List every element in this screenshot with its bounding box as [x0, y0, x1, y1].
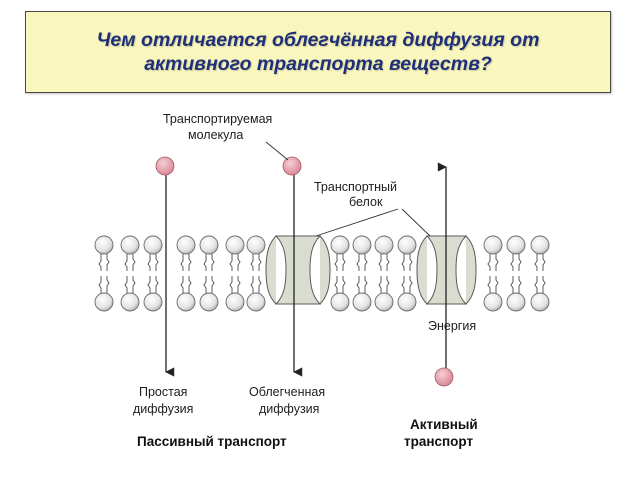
phospholipid [506, 235, 526, 312]
phospholipid [143, 235, 163, 312]
phospholipid [530, 235, 550, 312]
protein-pointer-line-2 [401, 208, 431, 237]
phospholipid [120, 235, 140, 312]
label-transport-protein-1: Транспортный [314, 180, 397, 194]
title-line-2: активного транспорта веществ? [144, 53, 492, 75]
title-line-1: Чем отличается облегчённая диффузия от [96, 29, 540, 51]
phospholipid [483, 235, 503, 312]
label-transport-protein-2: белок [349, 195, 383, 209]
phospholipid [374, 235, 394, 312]
label-facilitated-diffusion-1: Облегченная [249, 385, 325, 399]
phospholipid [94, 235, 114, 312]
label-energy: Энергия [428, 319, 476, 333]
label-simple-diffusion-2: диффузия [133, 402, 193, 416]
molecule-facilitated [282, 156, 302, 176]
transport-protein-channel [265, 235, 331, 305]
phospholipid [352, 235, 372, 312]
phospholipid [225, 235, 245, 312]
label-transported-molecule-1: Транспортируемая [163, 112, 272, 126]
page-title: Чем отличается облегчённая диффузия от а… [97, 28, 540, 76]
phospholipid [397, 235, 417, 312]
phospholipid [176, 235, 196, 312]
label-active-transport-2: транспорт [404, 434, 473, 449]
molecule-pointer-line [265, 141, 289, 161]
phospholipid [330, 235, 350, 312]
protein-pointer-line [315, 208, 399, 237]
label-simple-diffusion-1: Простая [139, 385, 187, 399]
label-transported-molecule-2: молекула [188, 128, 243, 142]
molecule-simple [155, 156, 175, 176]
molecule-active [434, 367, 454, 387]
label-passive-transport: Пассивный транспорт [137, 434, 287, 449]
phospholipid [199, 235, 219, 312]
label-facilitated-diffusion-2: диффузия [259, 402, 319, 416]
title-banner: Чем отличается облегчённая диффузия от а… [25, 11, 611, 93]
label-active-transport-1: Активный [410, 417, 478, 432]
phospholipid [246, 235, 266, 312]
lipid-bilayer [94, 235, 550, 312]
